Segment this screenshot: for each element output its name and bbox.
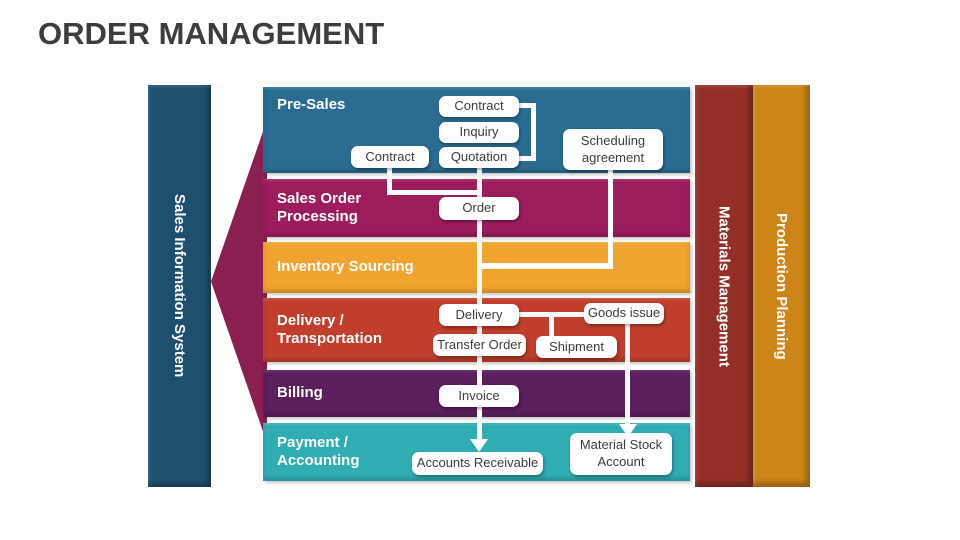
materials-management-label: Materials Management xyxy=(715,205,733,367)
node-order: Order xyxy=(439,197,519,220)
connector-contract-left-horizontal xyxy=(387,190,482,195)
row-delivery-transportation-label: Delivery / Transportation xyxy=(277,311,383,347)
sales-information-system-bar: Sales Information System xyxy=(148,85,211,487)
node-accounts-receivable: Accounts Receivable xyxy=(412,452,543,475)
row-inventory-sourcing-label: Inventory Sourcing xyxy=(277,258,414,276)
connector-scheduling-vertical xyxy=(608,169,613,269)
node-shipment: Shipment xyxy=(536,336,617,358)
connector-contract-bracket-top xyxy=(517,103,536,108)
connector-scheduling-horizontal xyxy=(477,263,613,269)
connector-shipment-branch xyxy=(549,312,554,338)
production-planning-label: Production Planning xyxy=(773,212,790,360)
node-goods-issue: Goods issue xyxy=(584,303,664,324)
materials-management-bar: Materials Management xyxy=(695,85,753,487)
connector-contract-left-drop xyxy=(387,167,392,195)
row-pre-sales-label: Pre-Sales xyxy=(277,96,346,113)
node-quotation: Quotation xyxy=(439,147,519,168)
connector-contract-bracket-vertical xyxy=(531,103,536,161)
connector-goods-issue-vertical xyxy=(625,323,630,427)
arrowhead-to-accounts-receivable xyxy=(470,439,488,452)
row-inventory-sourcing: Inventory Sourcing xyxy=(263,242,690,293)
arrowhead-to-material-stock-account xyxy=(619,424,637,437)
left-flow-arrow xyxy=(211,120,267,443)
node-invoice: Invoice xyxy=(439,385,519,407)
node-contract-left: Contract xyxy=(351,146,429,168)
node-scheduling-agreement: Scheduling agreement xyxy=(563,129,663,170)
node-transfer-order: Transfer Order xyxy=(433,334,526,356)
node-inquiry: Inquiry xyxy=(439,122,519,143)
row-sales-order-processing-label: Sales Order Processing xyxy=(277,189,362,225)
sales-information-system-label: Sales Information System xyxy=(171,194,188,378)
row-billing-label: Billing xyxy=(277,384,323,402)
row-payment-accounting-label: Payment / Accounting xyxy=(277,433,360,469)
connector-contract-bracket-bottom xyxy=(517,156,536,161)
node-material-stock-account: Material Stock Account xyxy=(570,433,672,475)
production-planning-bar: Production Planning xyxy=(753,85,810,487)
page-title: ORDER MANAGEMENT xyxy=(38,16,385,51)
node-contract-top: Contract xyxy=(439,96,519,117)
node-delivery: Delivery xyxy=(439,304,519,326)
